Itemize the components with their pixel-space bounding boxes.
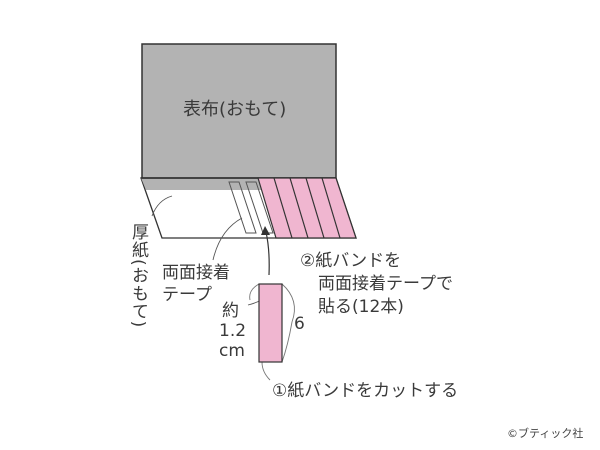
tape-strip — [228, 181, 257, 234]
cover-cloth — [141, 43, 337, 179]
tape-label-line1: 両面接着 — [162, 263, 230, 283]
leader-tape — [212, 217, 243, 261]
step1-label: ①紙バンドをカットする — [272, 381, 459, 401]
cover-cloth-label: 表布(おもて) — [183, 99, 287, 120]
arrow-icon — [265, 231, 270, 276]
paper-bands-applied — [257, 177, 357, 239]
width-label-line1: 約 — [222, 301, 239, 321]
leader-length — [281, 283, 295, 363]
cardboard-label: 厚紙(おもて) — [128, 223, 148, 329]
leader-width-left — [249, 283, 260, 301]
tape-strip — [245, 181, 274, 234]
leader-cardboard — [151, 195, 173, 217]
step2-line2: 両面接着テープで — [318, 274, 453, 294]
tape-label-line2: テープ — [162, 285, 212, 305]
length-label: 6 — [294, 314, 305, 334]
leader-step1 — [261, 361, 271, 381]
width-label-line2: 1.2 — [219, 321, 247, 341]
paper-band-cut — [258, 283, 283, 363]
step2-line1: ②紙バンドを — [300, 251, 402, 271]
width-label-line3: cm — [219, 341, 245, 361]
copyright-credit: ©ブティック社 — [507, 427, 584, 440]
step2-line3: 貼る(12本) — [318, 297, 404, 317]
